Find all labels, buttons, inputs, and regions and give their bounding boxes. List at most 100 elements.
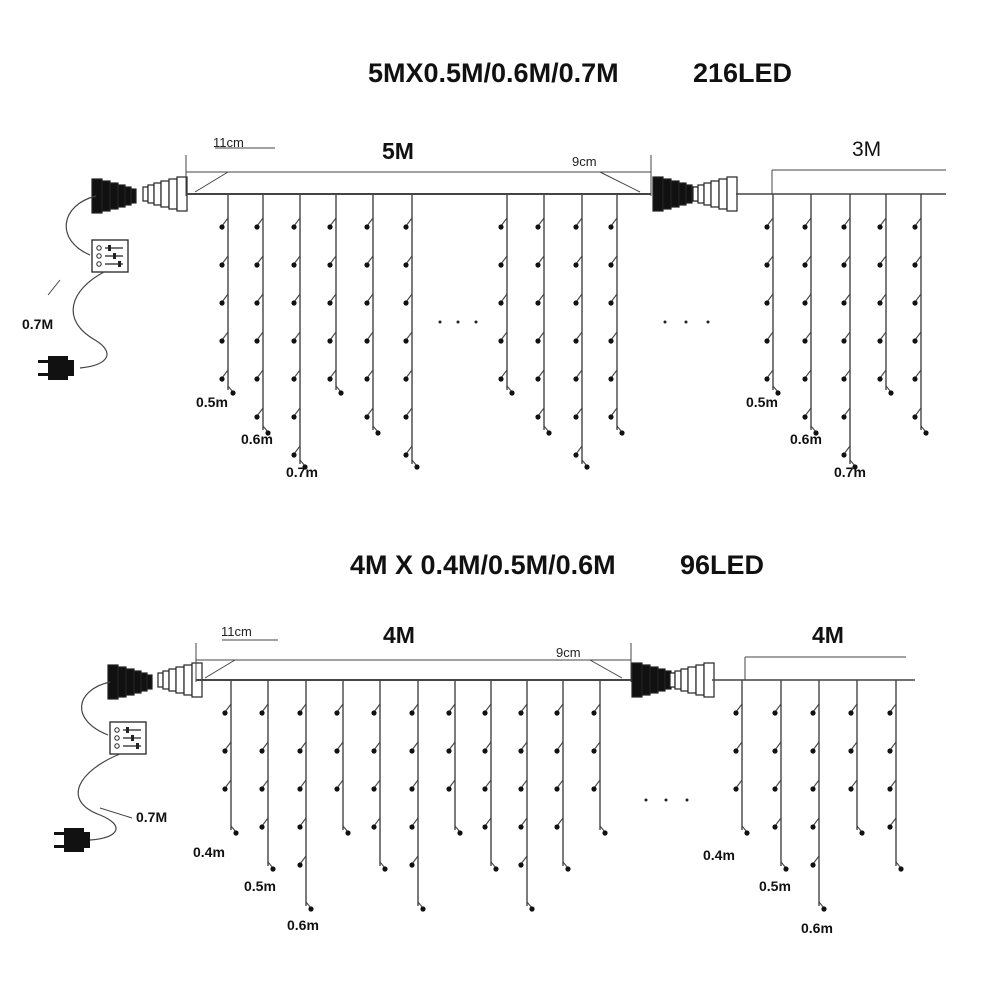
bottom-cable-upper bbox=[81, 681, 111, 736]
bottom-cable-length-pointer bbox=[99, 807, 133, 819]
top-drop-7-led bbox=[509, 390, 515, 396]
top-drop-6-led bbox=[403, 300, 409, 306]
top-drop-9-led bbox=[573, 224, 579, 230]
top-ext-drop-3-led bbox=[841, 262, 847, 268]
top-drop-7-led bbox=[498, 376, 504, 382]
top-ext-drop-5-led bbox=[912, 262, 918, 268]
top-drop-6-led bbox=[403, 414, 409, 420]
bottom-drop-2-led bbox=[270, 866, 276, 872]
top-drop-5-led bbox=[364, 224, 370, 230]
top-ellipsis-dot bbox=[438, 320, 442, 324]
bottom-ext-drop-3-led bbox=[810, 786, 816, 792]
top-ext-drop-1-led bbox=[764, 224, 770, 230]
top-ext-drop-3-led bbox=[841, 300, 847, 306]
top-lead-left-pointer bbox=[194, 171, 229, 193]
bottom-drop-6-led bbox=[409, 862, 415, 868]
top-drop-9-led bbox=[573, 338, 579, 344]
bottom-ext-drop-5-led bbox=[887, 786, 893, 792]
bottom-drop-9-led bbox=[518, 710, 524, 716]
bottom-drop-3-led bbox=[297, 748, 303, 754]
bottom-drop-label-2: 0.5m bbox=[244, 878, 276, 894]
top-drop-9-led bbox=[573, 300, 579, 306]
bottom-ellipsis-dot bbox=[644, 798, 648, 802]
bottom-title-led-count: 96LED bbox=[680, 550, 765, 580]
bottom-drop-4-led bbox=[345, 830, 351, 836]
top-title-dimensions: 5MX0.5M/0.6M/0.7M bbox=[368, 58, 619, 88]
top-controller-box-icon bbox=[91, 239, 129, 273]
bottom-cable-lower bbox=[77, 753, 121, 841]
top-drop-5-led bbox=[364, 300, 370, 306]
bottom-drop-7-led bbox=[446, 710, 452, 716]
bottom-drop-7-led bbox=[446, 786, 452, 792]
bottom-drop-9-led bbox=[529, 906, 535, 912]
top-ext-drop-3-led bbox=[841, 452, 847, 458]
top-drop-5-led bbox=[364, 262, 370, 268]
top-drop-7-led bbox=[498, 224, 504, 230]
top-ext-connector-icon bbox=[692, 176, 738, 212]
top-ellipsis-dot bbox=[663, 320, 667, 324]
top-drop-2-led bbox=[265, 430, 271, 436]
top-drop-label-2: 0.6m bbox=[241, 431, 273, 447]
top-ext-drop-5-led bbox=[923, 430, 929, 436]
bottom-ext-drop-2-led bbox=[772, 786, 778, 792]
bottom-drop-1-led bbox=[222, 710, 228, 716]
bottom-drop-9-led bbox=[518, 748, 524, 754]
bottom-ext-drop-4-led bbox=[848, 748, 854, 754]
bottom-drop-5-led bbox=[371, 710, 377, 716]
top-drop-4-led bbox=[327, 262, 333, 268]
bottom-drop-10-led bbox=[554, 710, 560, 716]
bottom-ext-drop-5-led bbox=[898, 866, 904, 872]
top-drop-2-led bbox=[254, 338, 260, 344]
top-drop-4-led bbox=[327, 300, 333, 306]
bottom-drop-8-led bbox=[482, 786, 488, 792]
top-drop-8-led bbox=[535, 338, 541, 344]
top-drop-9-led bbox=[584, 464, 590, 470]
top-ext-drop-3-led bbox=[852, 464, 858, 470]
top-ext-drop-1-led bbox=[764, 262, 770, 268]
top-power-plug-icon bbox=[38, 356, 74, 380]
bottom-drop-5-led bbox=[371, 786, 377, 792]
top-drop-4-led bbox=[338, 390, 344, 396]
bottom-ext-drop-2-led bbox=[772, 824, 778, 830]
top-ext-drop-5-led bbox=[912, 414, 918, 420]
top-drop-8-led bbox=[535, 376, 541, 382]
top-cable-length-label: 0.7M bbox=[22, 316, 54, 332]
top-drop-10-led bbox=[608, 224, 614, 230]
top-drop-8-led bbox=[546, 430, 552, 436]
top-ext-drop-4-led bbox=[888, 390, 894, 396]
top-drop-2-led bbox=[254, 414, 260, 420]
bottom-drop-6-led bbox=[409, 748, 415, 754]
top-lead-left-label: 11cm bbox=[213, 135, 244, 150]
bottom-drop-6-led bbox=[420, 906, 426, 912]
top-drop-1-led bbox=[219, 300, 225, 306]
bottom-drop-3-led bbox=[297, 710, 303, 716]
top-drop-7-led bbox=[498, 300, 504, 306]
bottom-ext-drop-3-led bbox=[810, 710, 816, 716]
bottom-drop-8-led bbox=[482, 824, 488, 830]
top-drop-4-led bbox=[327, 224, 333, 230]
top-title-led-count: 216LED bbox=[693, 58, 793, 88]
top-ext-drop-2-led bbox=[802, 338, 808, 344]
top-ext-drop-2-led bbox=[813, 430, 819, 436]
top-ext-drop-5-led bbox=[912, 224, 918, 230]
top-cable-lower bbox=[72, 271, 108, 369]
top-drop-8-led bbox=[535, 300, 541, 306]
top-ext-drop-5-led bbox=[912, 300, 918, 306]
bottom-ext-drop-1-led bbox=[733, 710, 739, 716]
top-ext-drop-1-led bbox=[764, 300, 770, 306]
bottom-drop-2-led bbox=[259, 748, 265, 754]
top-ext-drop-4-led bbox=[877, 300, 883, 306]
top-drop-3-led bbox=[291, 224, 297, 230]
bottom-drop-2-led bbox=[259, 824, 265, 830]
bottom-drop-3-led bbox=[297, 824, 303, 830]
bottom-drop-1-led bbox=[222, 786, 228, 792]
top-drop-10-led bbox=[608, 376, 614, 382]
top-drop-6-led bbox=[403, 224, 409, 230]
top-drop-1-led bbox=[219, 224, 225, 230]
top-drop-6-led bbox=[414, 464, 420, 470]
top-drop-6-led bbox=[403, 376, 409, 382]
bottom-input-connector-icon bbox=[107, 664, 153, 700]
bottom-ext-drop-1-led bbox=[744, 830, 750, 836]
bottom-ext-drop-label-1: 0.4m bbox=[703, 847, 735, 863]
bottom-drop-7-led bbox=[446, 748, 452, 754]
